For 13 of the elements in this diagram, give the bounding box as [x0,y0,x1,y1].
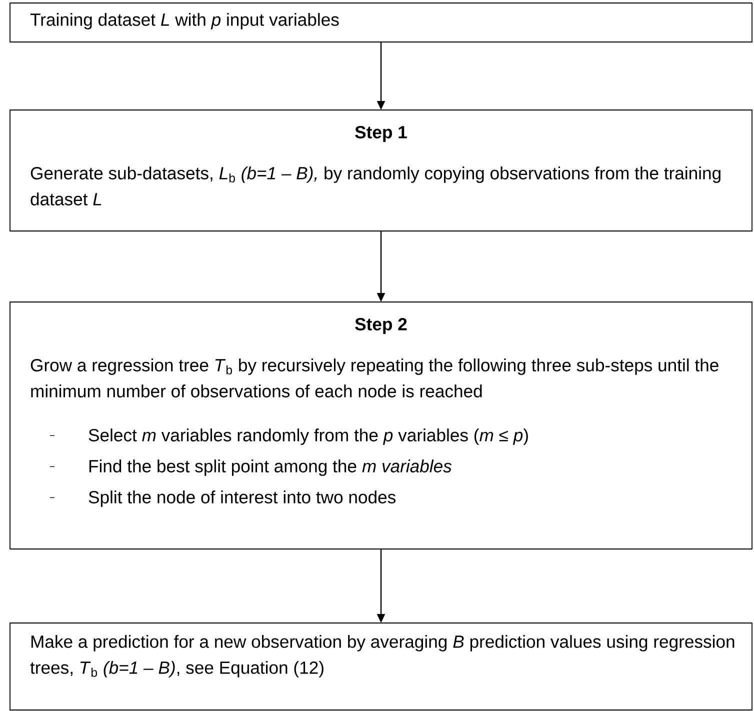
bullet-item: Select m variables randomly from the p variables (m ≤ p) [50,428,528,445]
bullet-item: Find the best split point among the m variables [50,460,452,476]
process-box [10,622,752,710]
step-description: Grow a regression tree T$_{b}$ by recursively repeating the following three sub-steps until the minimum number of observations of each node is reached [30,358,718,398]
process-box [10,2,752,42]
step-heading: Step 2 [355,318,407,334]
step-description: Training dataset L with p input variables [30,13,339,30]
process-box [10,302,752,550]
step-heading: Step 1 [355,126,407,142]
step-description: Make a prediction for a new observation by averaging B prediction values using regression trees, T$_{b}$ (b=1 – B), see Equation (12) [30,635,734,678]
bullet-item: Split the node of interest into two nodes [50,490,396,507]
process-box [10,110,752,232]
step-description: Generate sub-datasets, L$_{b}$ (b=1 – B), by randomly copying observations from the training dataset L [30,166,720,206]
